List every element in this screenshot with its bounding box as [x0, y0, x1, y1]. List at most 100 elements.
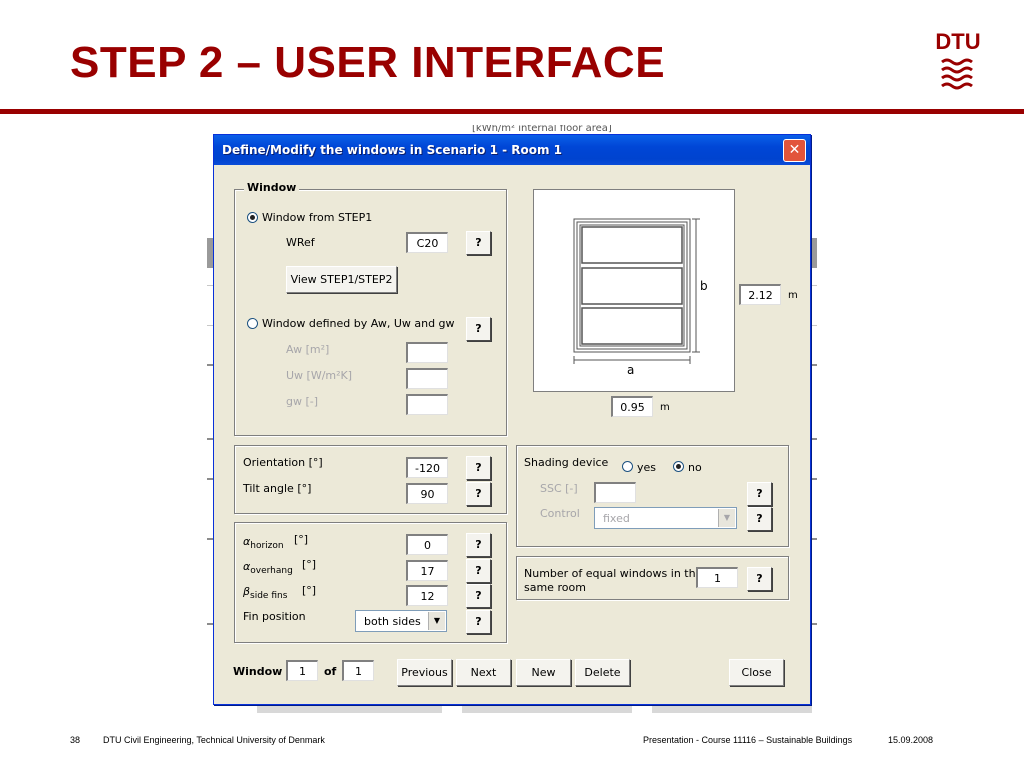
equal-windows-label-line2: same room: [524, 581, 586, 594]
define-windows-dialog: Define/Modify the windows in Scenario 1 …: [213, 134, 811, 705]
background-header-text: [kWh/m² internal floor area]: [472, 125, 612, 134]
aw-input[interactable]: [406, 342, 448, 363]
dtu-waves-icon: [941, 58, 973, 90]
orientation-input[interactable]: -120: [406, 457, 448, 478]
window-dimension-diagram: b a: [533, 189, 735, 392]
side-fins-angle-input[interactable]: 12: [406, 585, 448, 606]
beta-symbol: β: [243, 585, 251, 598]
shading-device-label: Shading device: [524, 456, 609, 469]
ssc-input[interactable]: [594, 482, 636, 503]
fin-position-select[interactable]: both sides ▼: [355, 610, 447, 632]
equal-windows-input[interactable]: 1: [696, 567, 738, 588]
control-select[interactable]: fixed ▼: [594, 507, 737, 529]
angles-group: [234, 522, 507, 643]
b-dimension-input[interactable]: 2.12: [739, 284, 781, 305]
footer-presentation: Presentation - Course 11116 – Sustainabl…: [643, 735, 853, 745]
radio-window-defined-label: Window defined by Aw, Uw and gw: [262, 317, 455, 330]
radio-shading-no[interactable]: [673, 461, 684, 472]
header-divider: [0, 109, 1024, 114]
a-unit-label: m: [660, 402, 670, 413]
gw-input[interactable]: [406, 394, 448, 415]
b-unit-label: m: [788, 290, 798, 301]
gw-label: gw [-]: [286, 395, 319, 408]
wref-help-button[interactable]: ?: [466, 231, 491, 255]
horizon-subscript: horizon: [250, 541, 284, 552]
alpha-overhang-label: αoverhang: [243, 560, 293, 576]
radio-window-defined[interactable]: [247, 318, 258, 329]
control-help-button[interactable]: ?: [747, 507, 772, 531]
equal-windows-help-button[interactable]: ?: [747, 567, 772, 591]
alpha-symbol: α: [243, 560, 251, 573]
orientation-help-button[interactable]: ?: [466, 456, 491, 480]
dtu-logo: DTU: [934, 30, 982, 92]
delete-button[interactable]: Delete: [575, 659, 630, 686]
window-counter-label: Window: [233, 665, 283, 678]
diagram-b-label: b: [700, 279, 708, 293]
tilt-angle-input[interactable]: 90: [406, 483, 448, 504]
wref-input[interactable]: C20: [406, 232, 448, 253]
overhang-unit: [°]: [302, 558, 317, 571]
fin-position-help-button[interactable]: ?: [466, 610, 491, 634]
horizon-angle-input[interactable]: 0: [406, 534, 448, 555]
control-select-value: fixed: [603, 512, 630, 525]
overhang-subscript: overhang: [250, 566, 293, 577]
beta-side-fins-label: βside fins: [243, 585, 287, 601]
chevron-down-icon[interactable]: ▼: [428, 612, 445, 630]
tilt-angle-label: Tilt angle [°]: [243, 482, 312, 495]
side-fins-subscript: side fins: [250, 591, 288, 602]
dialog-titlebar[interactable]: Define/Modify the windows in Scenario 1 …: [214, 135, 810, 165]
close-button[interactable]: Close: [729, 659, 784, 686]
background-cell: [652, 703, 812, 713]
alpha-horizon-label: αhorizon: [243, 535, 284, 551]
total-windows-field: 1: [342, 660, 374, 681]
radio-window-from-step1[interactable]: [247, 212, 258, 223]
new-button[interactable]: New: [516, 659, 571, 686]
aw-label: Aw [m²]: [286, 343, 330, 356]
horizon-help-button[interactable]: ?: [466, 533, 491, 557]
view-step1-step2-button[interactable]: View STEP1/STEP2: [286, 266, 397, 293]
orientation-label: Orientation [°]: [243, 456, 323, 469]
radio-window-from-step1-label: Window from STEP1: [262, 211, 373, 224]
radio-shading-yes[interactable]: [622, 461, 633, 472]
ssc-label: SSC [-]: [540, 482, 578, 495]
footer-organization: DTU Civil Engineering, Technical Univers…: [103, 735, 325, 745]
alpha-symbol: α: [243, 535, 251, 548]
fin-position-label: Fin position: [243, 610, 306, 623]
shading-yes-label: yes: [637, 461, 657, 474]
next-button[interactable]: Next: [456, 659, 511, 686]
chevron-down-icon[interactable]: ▼: [718, 509, 735, 527]
previous-button[interactable]: Previous: [397, 659, 452, 686]
side-fins-unit: [°]: [302, 584, 317, 597]
side-fins-help-button[interactable]: ?: [466, 584, 491, 608]
overhang-angle-input[interactable]: 17: [406, 560, 448, 581]
fin-position-value: both sides: [364, 615, 421, 628]
shading-group: [516, 445, 789, 547]
background-cell: [462, 703, 632, 713]
slide-title: STEP 2 – USER INTERFACE: [70, 38, 666, 87]
control-label: Control: [540, 507, 580, 520]
equal-windows-label-line1: Number of equal windows in the: [524, 567, 703, 580]
background-cell: [257, 703, 442, 713]
ssc-help-button[interactable]: ?: [747, 482, 772, 506]
uw-label: Uw [W/m²K]: [286, 369, 353, 382]
a-dimension-input[interactable]: 0.95: [611, 396, 653, 417]
diagram-a-label: a: [627, 363, 635, 377]
overhang-help-button[interactable]: ?: [466, 559, 491, 583]
horizon-unit: [°]: [294, 533, 309, 546]
logo-text: DTU: [935, 29, 981, 54]
window-drawing: [573, 218, 700, 364]
wref-label: WRef: [286, 236, 315, 249]
shading-no-label: no: [688, 461, 702, 474]
dialog-title: Define/Modify the windows in Scenario 1 …: [222, 143, 563, 157]
footer-date: 15.09.2008: [888, 735, 934, 745]
window-defined-help-button[interactable]: ?: [466, 317, 491, 341]
uw-input[interactable]: [406, 368, 448, 389]
close-icon[interactable]: ✕: [783, 139, 806, 162]
equal-windows-group: [516, 556, 789, 600]
current-window-input[interactable]: 1: [286, 660, 318, 681]
window-group-title: Window: [244, 181, 300, 194]
footer-page-number: 38: [70, 735, 81, 745]
window-group: [234, 189, 507, 436]
of-label: of: [324, 665, 337, 678]
tilt-angle-help-button[interactable]: ?: [466, 482, 491, 506]
